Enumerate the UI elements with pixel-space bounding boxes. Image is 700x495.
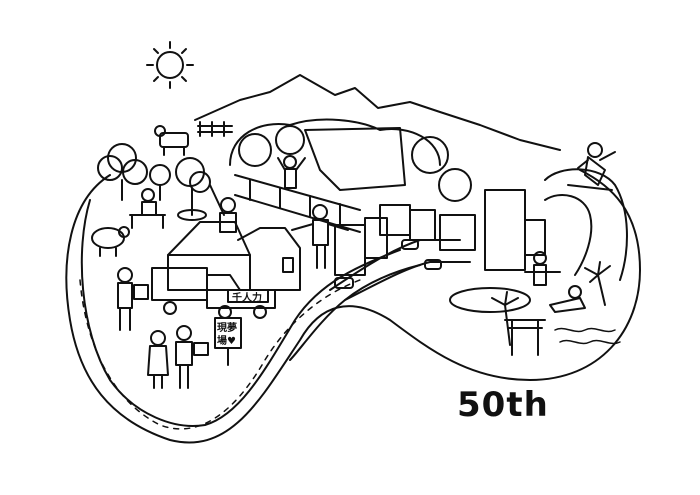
bench-person	[129, 188, 166, 229]
surveyor-person	[117, 267, 149, 331]
sheep-icon	[91, 226, 130, 257]
truck	[151, 267, 276, 319]
mountain-range	[194, 74, 561, 151]
palm-tree-icon	[584, 261, 611, 306]
surfer-icon	[567, 142, 616, 191]
torii-gate	[504, 319, 546, 356]
road-edge-2	[289, 264, 421, 361]
cow-icon	[154, 125, 189, 156]
tree-cluster	[97, 143, 211, 221]
worker-arms-out	[291, 204, 349, 269]
wave	[544, 168, 628, 281]
cheering-person	[277, 155, 306, 189]
sea-waves	[554, 327, 621, 345]
road-centerline	[79, 279, 361, 430]
truck-sign-text: 千人力	[232, 291, 262, 304]
island-outline	[65, 169, 641, 444]
people-pair	[147, 325, 209, 389]
sun-icon	[146, 41, 194, 89]
sign-board-line2: 場♥	[217, 334, 236, 347]
worker-icon	[209, 184, 237, 233]
cliff	[304, 127, 406, 191]
fence	[197, 121, 233, 137]
bridge	[234, 174, 361, 233]
palm-tree-icon-2	[491, 291, 519, 346]
sign-board-line1: 現夢	[217, 321, 237, 334]
pond	[449, 287, 531, 313]
road-edge	[80, 199, 401, 427]
anniversary-label: 50th	[457, 385, 549, 425]
house	[167, 221, 301, 291]
beach-person	[524, 251, 561, 286]
car-icon	[334, 239, 442, 289]
sign-board	[214, 317, 242, 366]
reclining-person	[549, 285, 586, 313]
forest-hill	[229, 118, 472, 202]
